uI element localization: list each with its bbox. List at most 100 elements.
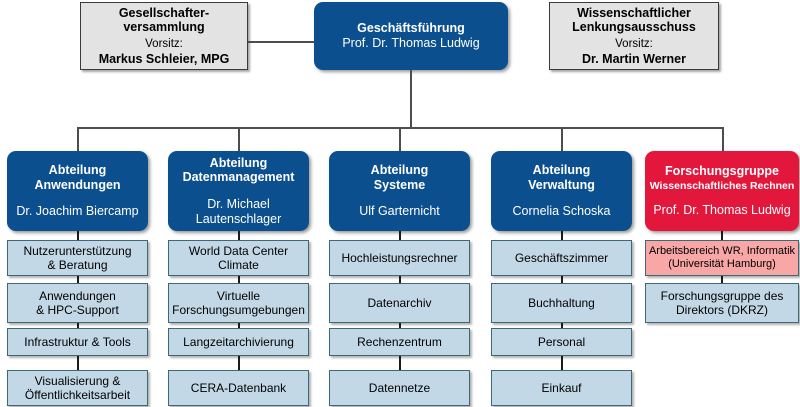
node-scientific-steering-committee[interactable]: Wissenschaftlicher Lenkungsausschuss Vor… [549,2,719,70]
col-3-child-0-line1: Geschäftszimmer [514,250,609,265]
col-4-child-1-line2: Direktors (DKRZ) [676,303,768,317]
node-col-0-child-0[interactable]: Nutzerunterstützung& Beratung [7,240,148,276]
connector-drop-col-2 [399,127,401,151]
node-col-0-child-1[interactable]: Anwendungen& HPC-Support [7,283,148,323]
connector-col-2-child-1 [398,276,401,283]
col-4-child-0-line1: Arbeitsbereich WR, Informatik [648,245,796,258]
connector-col-0-child-0 [76,231,79,240]
node-col-2-child-3[interactable]: Datennetze [329,370,470,406]
column-1-title-line1: Abteilung [209,155,268,170]
column-4-person: Prof. Dr. Thomas Ludwig [653,203,791,218]
node-col-1-child-2[interactable]: Langzeitarchivierung [168,328,309,356]
col-1-child-0-line1: World Data Center Climate [188,243,289,272]
connector-management-down [410,70,412,128]
node-col-0-child-2[interactable]: Infrastruktur & Tools [7,328,148,356]
connector-col-1-child-2 [237,323,240,328]
col-0-child-0-line2: & Beratung [47,258,108,272]
col-3-child-3-line1: Einkauf [541,380,582,395]
connector-col-2-child-3 [398,356,401,370]
column-3-title-line1: Abteilung [532,162,591,177]
connector-drop-col-4 [722,127,724,151]
column-0-title-line2: Anwendungen [34,177,121,192]
shareholders-title-line2: versammlung [123,20,205,35]
connector-col-3-child-0 [560,231,563,240]
node-col-4-child-0[interactable]: Arbeitsbereich WR, Informatik(Universitä… [645,240,799,276]
connector-col-1-child-0 [237,231,240,240]
col-1-child-3-line1: CERA-Datenbank [190,380,287,395]
col-0-child-0-line1: Nutzerunterstützung [23,243,132,258]
col-4-child-0-line2: (Universität Hamburg) [668,258,776,270]
connector-drop-col-3 [561,127,563,151]
col-3-child-1-line1: Buchhaltung [528,295,595,310]
column-0-person: Dr. Joachim Biercamp [16,204,139,219]
col-1-child-1-line2: Forschungsumgebungen [172,303,305,317]
col-0-child-3-line1: Visualisierung & [34,373,121,388]
node-col-1-child-0[interactable]: World Data Center Climate [168,240,309,276]
col-2-child-0-line1: Hochleistungsrechner [341,250,458,265]
steering-person: Dr. Martin Werner [582,51,686,66]
column-1-title-line2: Datenmanagement [182,170,295,185]
connector-col-2-child-2 [398,323,401,328]
node-shareholders-assembly[interactable]: Gesellschafter- versammlung Vorsitz: Mar… [80,2,248,70]
connector-drop-col-1 [238,127,240,151]
shareholders-title-line1: Gesellschafter- [118,5,210,20]
col-2-child-3-line1: Datennetze [368,380,431,395]
column-2-person: Ulf Garternicht [359,204,440,219]
node-col-2-child-2[interactable]: Rechenzentrum [329,328,470,356]
shareholders-person: Markus Schleier, MPG [98,51,230,66]
connector-drop-col-0 [77,127,79,151]
col-4-child-1-line1: Forschungsgruppe des [660,288,784,303]
node-col-3-child-2[interactable]: Personal [491,328,632,356]
connector-col-1-child-1 [237,276,240,283]
column-3-title-line2: Verwaltung [528,177,595,192]
column-4-title-line2: Wissenschaftliches Rechnen [649,179,795,192]
shareholders-role-label: Vorsitz: [145,38,183,51]
management-title: Geschäftsführung [357,21,465,36]
node-col-3-child-0[interactable]: Geschäftszimmer [491,240,632,276]
col-0-child-1-line2: & HPC-Support [36,303,119,317]
node-col-0-child-3[interactable]: Visualisierung &Öffentlichkeitsarbeit [7,370,148,406]
connector-col-3-child-3 [560,356,563,370]
column-1-person: Dr. Michael Lautenschlager [195,197,282,226]
column-2-title-line2: Systeme [373,177,426,192]
connector-col-3-child-1 [560,276,563,283]
column-0-title-line1: Abteilung [48,162,107,177]
connector-col-1-child-3 [237,356,240,370]
steering-role-label: Vorsitz: [615,38,653,51]
management-person: Prof. Dr. Thomas Ludwig [342,36,480,50]
node-col-2-child-0[interactable]: Hochleistungsrechner [329,240,470,276]
steering-title-line1: Wissenschaftlicher [577,5,691,20]
node-col-3-child-3[interactable]: Einkauf [491,370,632,406]
node-col-3-child-1[interactable]: Buchhaltung [491,283,632,323]
connector-col-0-child-3 [76,356,79,370]
col-3-child-2-line1: Personal [537,334,586,349]
column-3-person: Cornelia Schoska [512,204,611,219]
connector-col-3-child-2 [560,323,563,328]
col-2-child-1-line1: Datenarchiv [367,295,432,310]
steering-title-line2: Lenkungsausschuss [572,20,696,35]
col-1-child-1-line1: Virtuelle [216,288,261,303]
col-1-child-2-line1: Langzeitarchivierung [183,334,294,349]
col-0-child-3-line2: Öffentlichkeitsarbeit [24,388,131,402]
node-management[interactable]: Geschäftsführung Prof. Dr. Thomas Ludwig [314,2,508,70]
col-2-child-2-line1: Rechenzentrum [357,334,442,349]
col-0-child-1-line1: Anwendungen [39,288,116,303]
connector-col-0-child-2 [76,323,79,328]
node-col-2-child-1[interactable]: Datenarchiv [329,283,470,323]
connector-col-4-child-1 [721,276,723,283]
node-col-1-child-3[interactable]: CERA-Datenbank [168,370,309,406]
connector-col-2-child-0 [398,231,401,240]
col-0-child-2-line1: Infrastruktur & Tools [24,334,131,349]
column-2-title-line1: Abteilung [370,162,429,177]
connector-col-4-child-0 [721,231,723,240]
column-4-title-line1: Forschungsgruppe [665,164,779,179]
connector-shareholders-to-management [248,41,314,43]
